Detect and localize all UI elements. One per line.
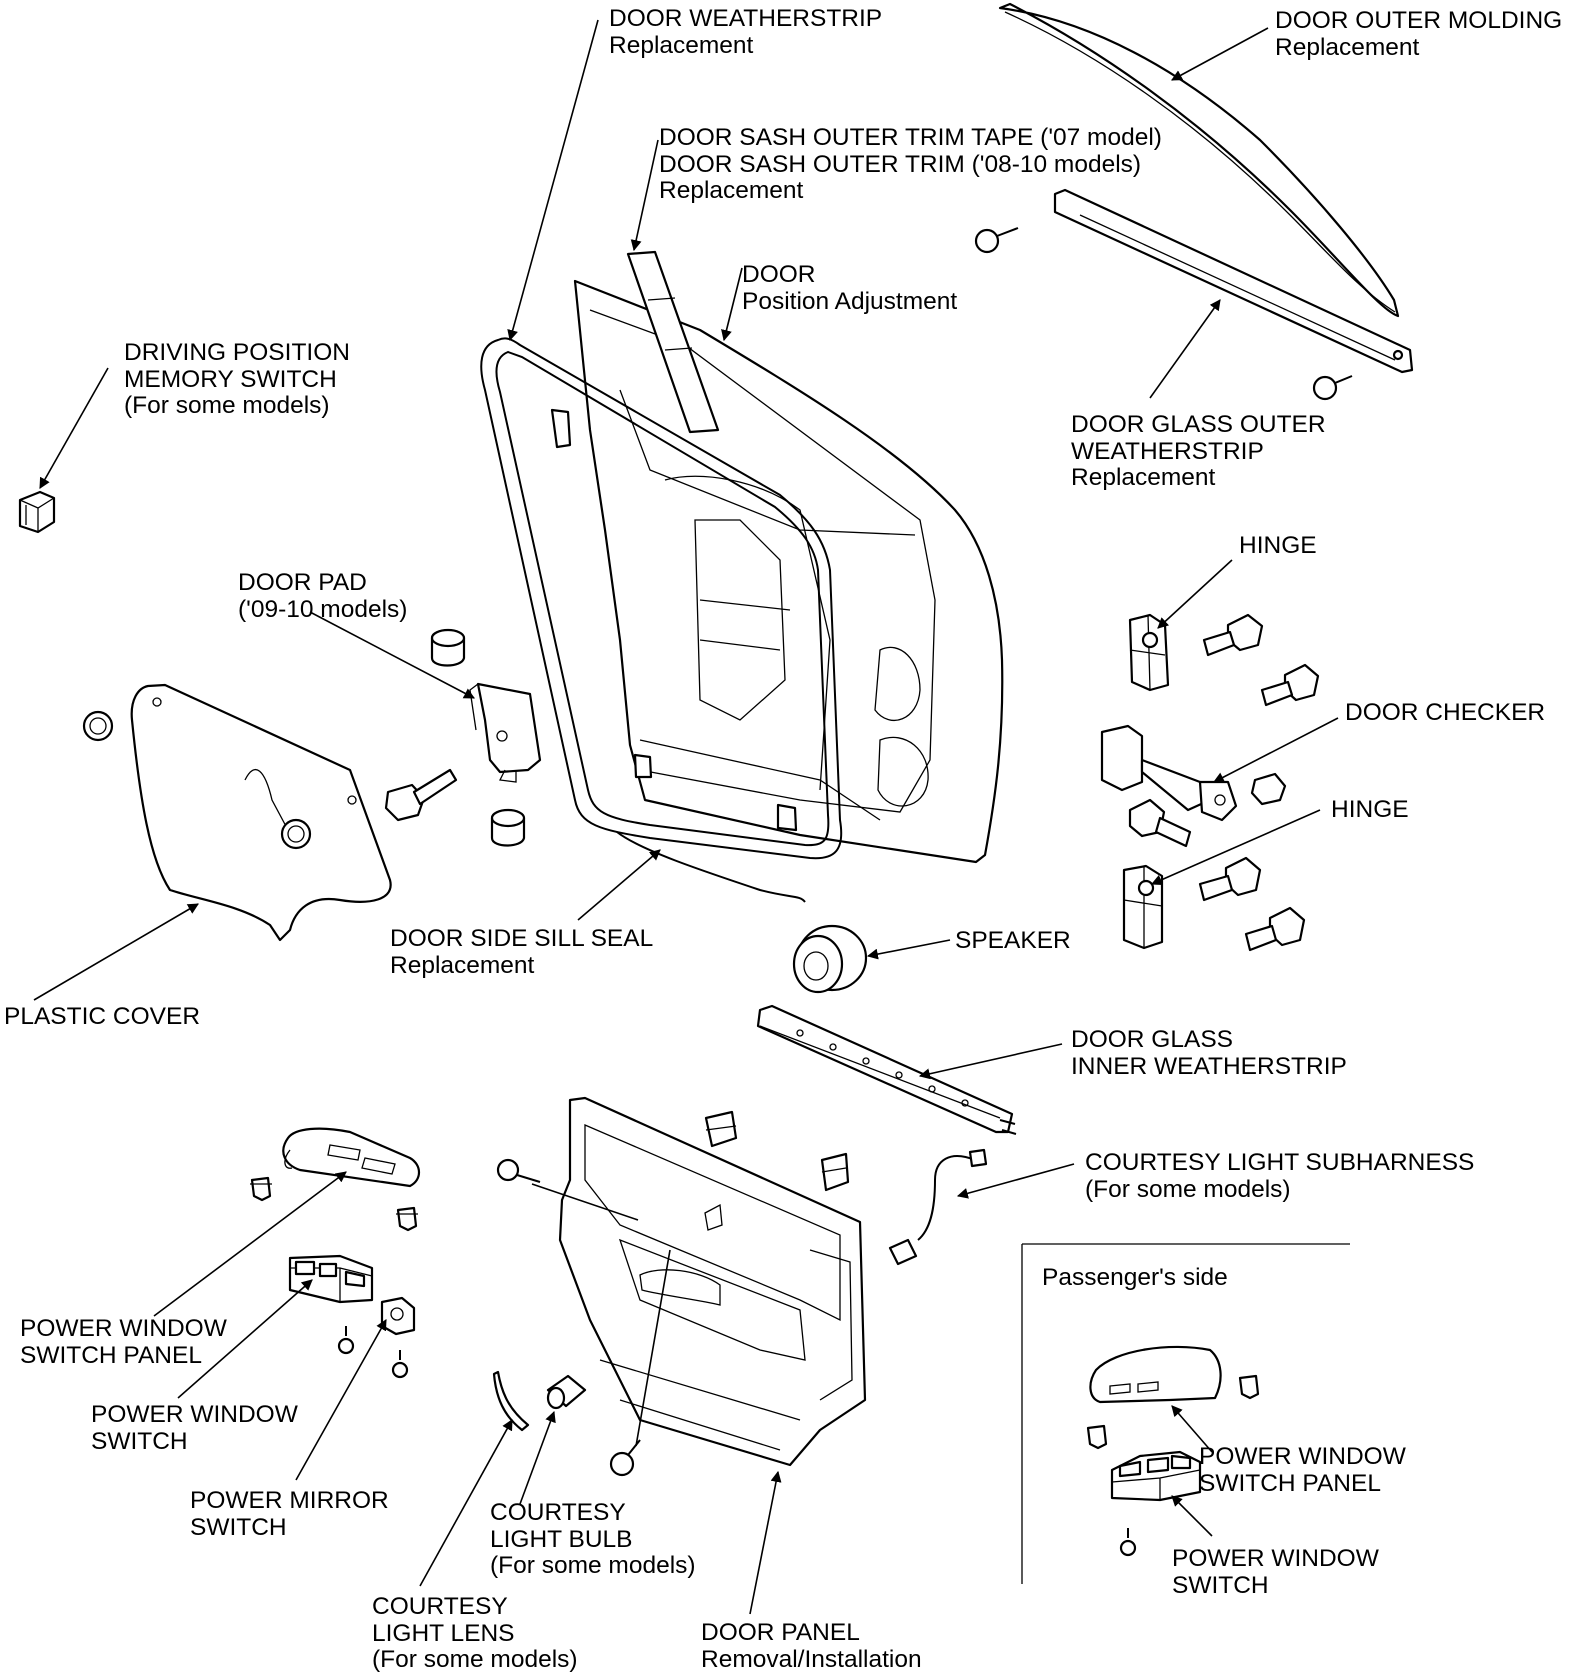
door-shell	[573, 279, 1004, 864]
door-side-sill-seal	[616, 831, 806, 903]
inset-power-window-switch	[1110, 1450, 1202, 1502]
hinge-lower-bolt-1	[1198, 856, 1262, 902]
inset-clip-left	[1086, 1424, 1108, 1450]
clip-upper	[974, 227, 1019, 254]
label-plastic-cover: PLASTIC COVER	[4, 1003, 201, 1030]
door-panel	[558, 1096, 867, 1467]
door-checker-nut	[1250, 772, 1287, 806]
door-panel-clip-right	[820, 1152, 850, 1192]
label-courtesy-light-subharness: COURTESY LIGHT SUBHARNESS(For some model…	[1085, 1149, 1475, 1203]
passenger-side-inset-frame	[1021, 1243, 1350, 1584]
label-door-pad: DOOR PAD('09-10 models)	[238, 569, 408, 623]
panel-clip-left	[250, 1176, 272, 1202]
power-window-switch-panel	[282, 1127, 421, 1188]
door-outer-molding	[998, 2, 1400, 318]
inset-power-window-switch-panel	[1089, 1345, 1222, 1404]
power-window-switch	[288, 1254, 374, 1304]
clip-lower	[1312, 375, 1353, 401]
panel-clip-right	[396, 1206, 418, 1232]
grommet-left	[82, 710, 114, 742]
door-checker	[1100, 724, 1238, 822]
hinge-lower-bolt-2	[1244, 906, 1306, 952]
screw-b	[391, 1350, 409, 1379]
door-panel-screw-bottom	[609, 1439, 641, 1477]
inset-screw	[1119, 1528, 1137, 1557]
door-pad-grommet-upper	[430, 628, 466, 667]
courtesy-light-bulb	[546, 1374, 587, 1410]
door-checker-bolt	[1128, 798, 1192, 848]
speaker	[792, 924, 868, 994]
power-mirror-switch	[380, 1296, 416, 1336]
plastic-cover	[130, 683, 392, 942]
label-door-sash-outer-trim: DOOR SASH OUTER TRIM TAPE ('07 model)DOO…	[659, 124, 1162, 204]
hinge-lower	[1122, 864, 1164, 950]
door-glass-inner-weatherstrip	[756, 1004, 1017, 1135]
door-panel-clip-top	[704, 1110, 738, 1148]
hinge-upper	[1128, 613, 1170, 692]
door-pad-grommet-lower	[490, 808, 526, 847]
hinge-upper-bolt-1	[1202, 613, 1264, 657]
door-weatherstrip	[480, 337, 843, 860]
inset-title: Passenger's side	[1042, 1264, 1228, 1291]
leader-lines	[33, 19, 1339, 1615]
door-pad	[469, 682, 542, 783]
label-hinge-upper: HINGE	[1239, 532, 1317, 559]
courtesy-light-lens	[492, 1370, 530, 1432]
door-panel-screw-top	[496, 1158, 541, 1183]
memory-switch	[18, 490, 56, 534]
courtesy-light-subharness	[888, 1148, 988, 1266]
label-hinge-lower: HINGE	[1331, 796, 1409, 823]
door-sash-outer-trim	[626, 250, 720, 434]
inset-clip-right	[1238, 1374, 1260, 1400]
label-door-checker: DOOR CHECKER	[1345, 699, 1546, 726]
door-glass-outer-weatherstrip	[1053, 188, 1414, 374]
door-pad-bolt	[384, 768, 458, 822]
label-speaker: SPEAKER	[955, 927, 1071, 954]
screw-a	[337, 1326, 355, 1355]
hinge-upper-bolt-2	[1260, 663, 1320, 707]
